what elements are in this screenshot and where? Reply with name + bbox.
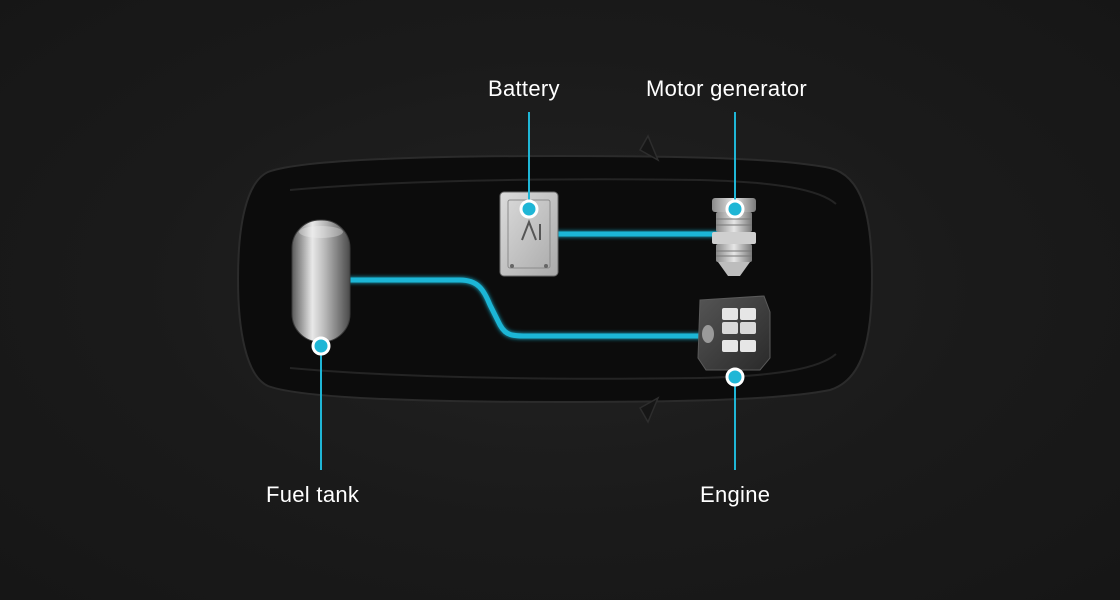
engine-marker [725, 367, 745, 387]
side-mirror-top [638, 134, 660, 162]
leader-lines [320, 112, 736, 470]
energy-flow-lines [345, 231, 721, 339]
fuel-tank-label: Fuel tank [266, 482, 360, 507]
motor-generator-component [712, 198, 756, 276]
motor-generator-label: Motor generator [646, 76, 808, 101]
engine-label: Engine [700, 482, 771, 507]
fuel-tank-component [291, 219, 351, 343]
engine-component [697, 295, 771, 371]
motor-generator-marker [725, 199, 745, 219]
markers [311, 199, 745, 387]
side-mirror-bottom [638, 396, 660, 424]
battery-marker [519, 199, 539, 219]
fuel-tank-marker [311, 336, 331, 356]
battery-label: Battery [488, 76, 560, 101]
fuel-to-engine-line [345, 277, 715, 339]
